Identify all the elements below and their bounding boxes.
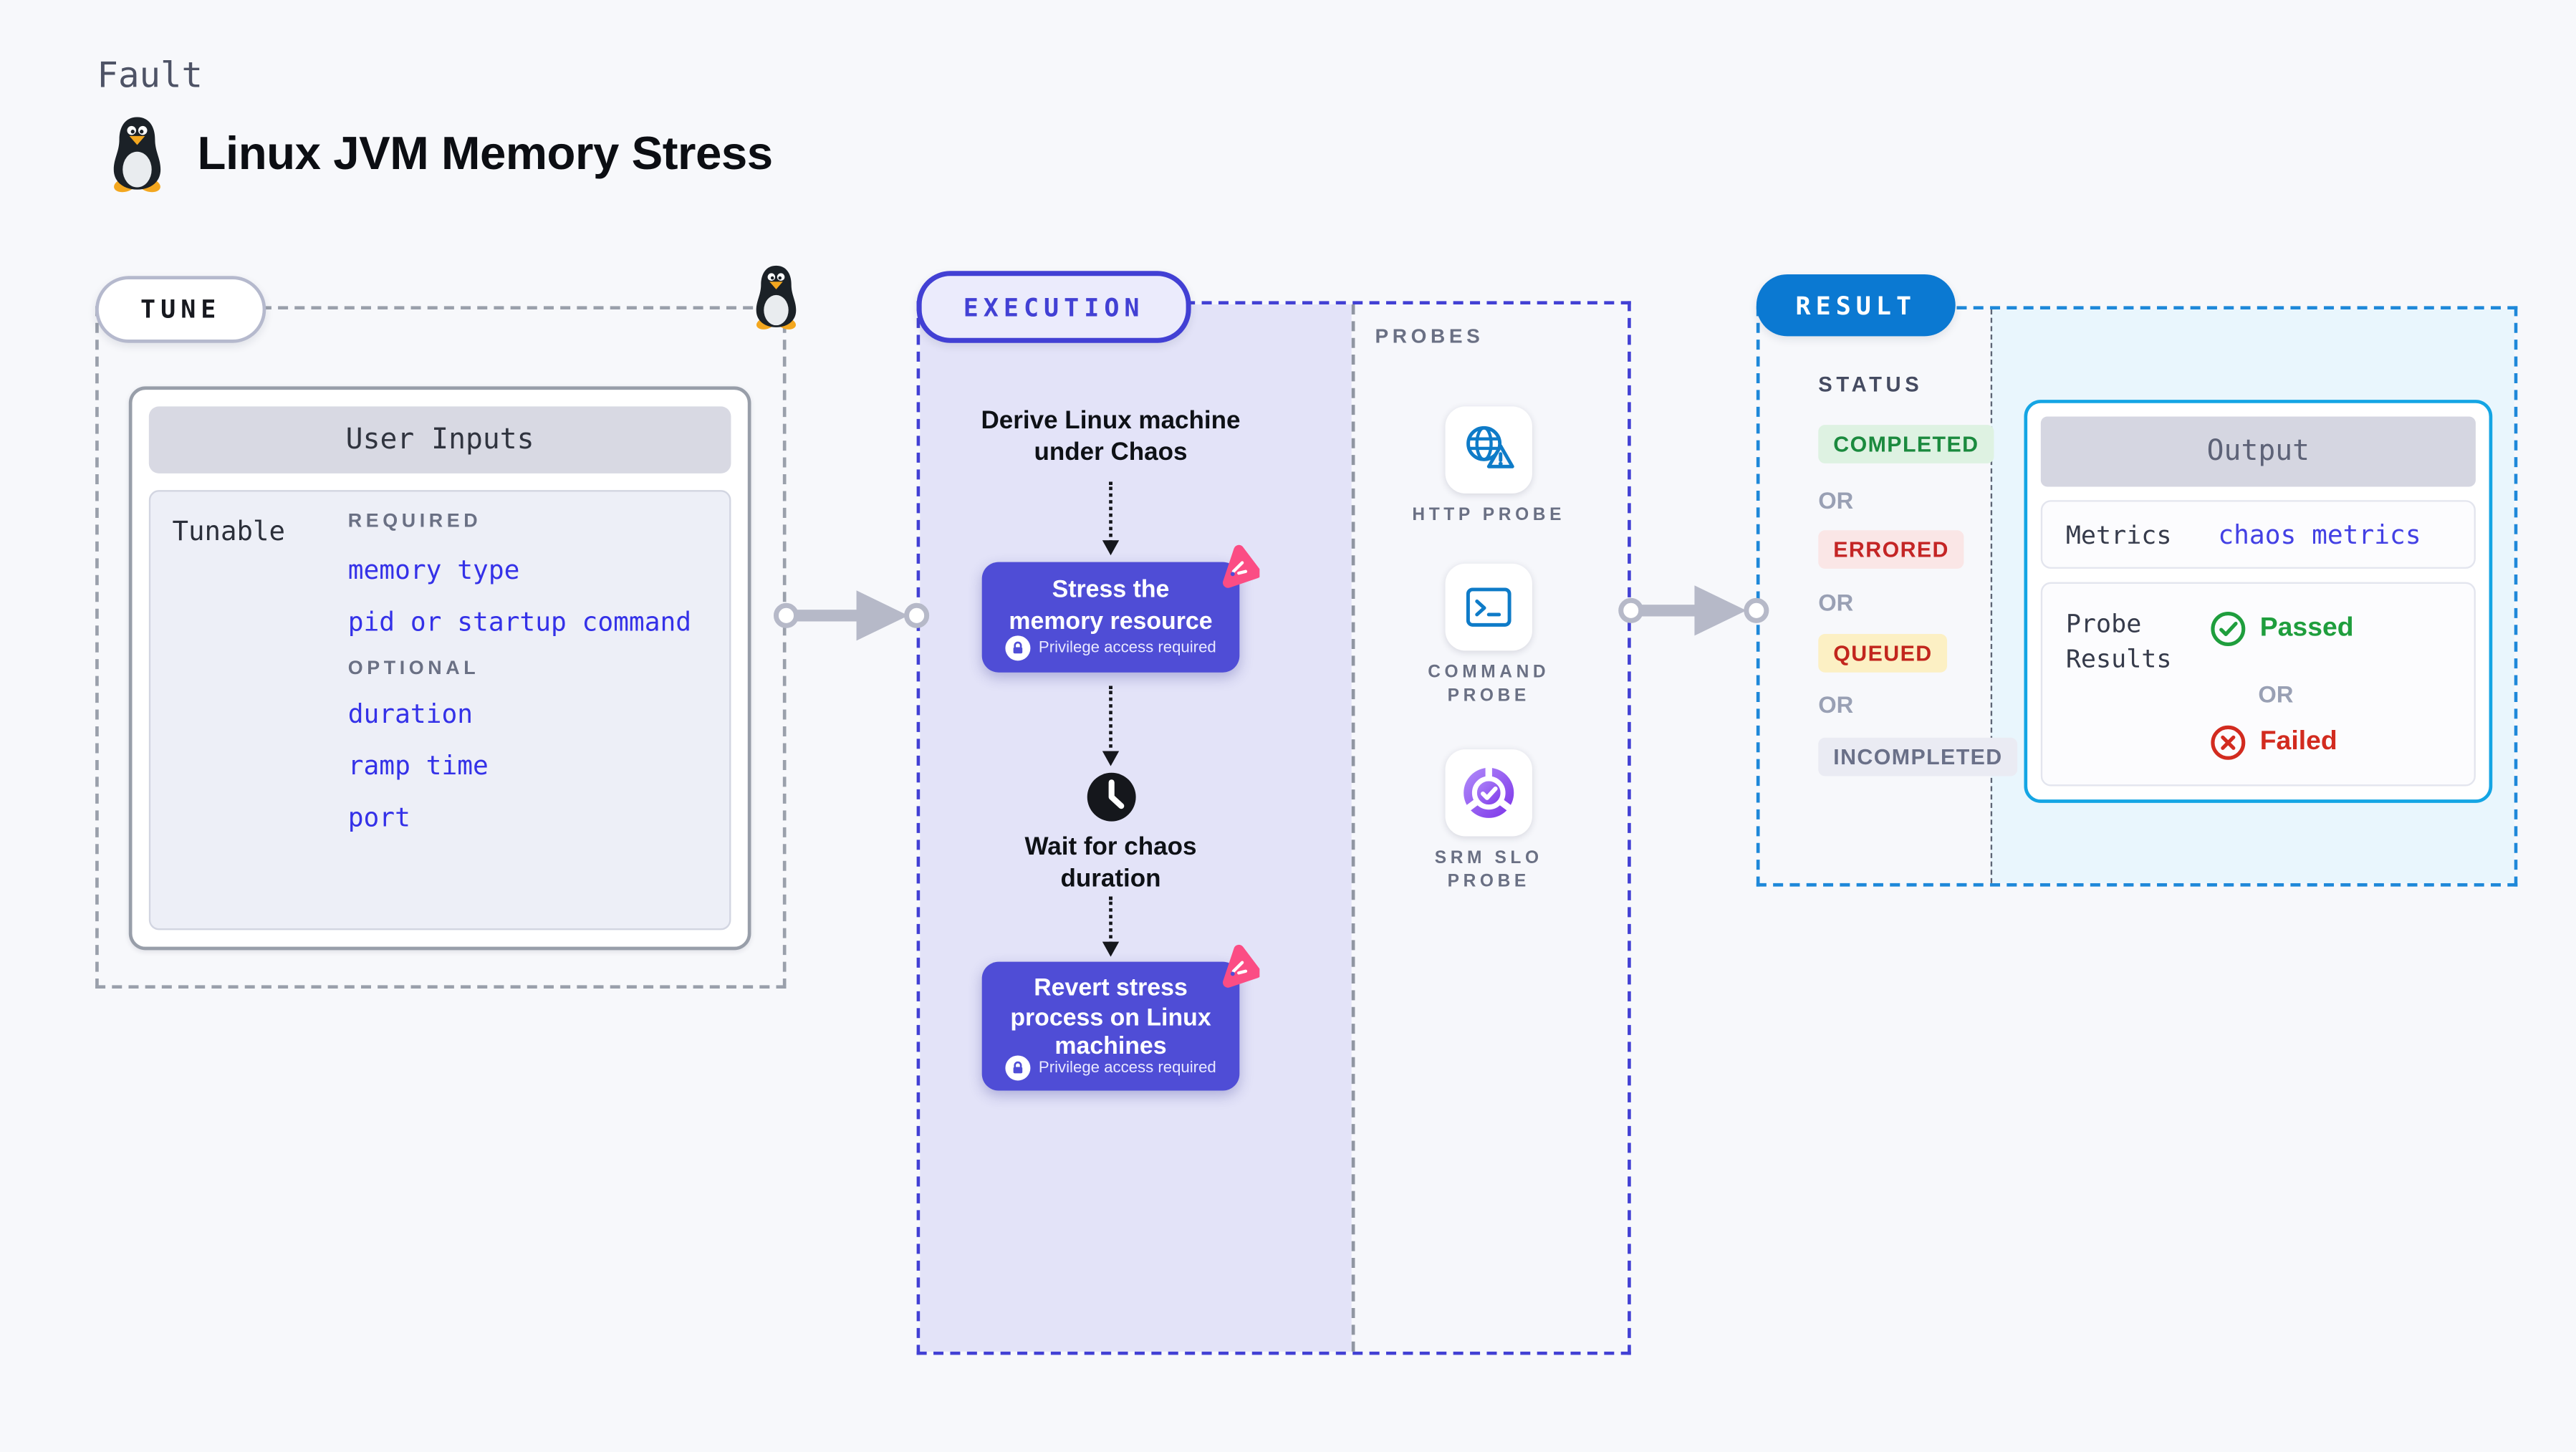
status-badge-errored: ERRORED xyxy=(1818,530,1964,569)
stress-card-title: Stress the memory resource xyxy=(1009,577,1213,635)
privilege-row: Privilege access required xyxy=(982,635,1240,661)
metrics-label: Metrics xyxy=(2065,520,2172,551)
input-ramp-time[interactable]: ramp time xyxy=(347,751,489,782)
chaos-metrics-link[interactable]: chaos metrics xyxy=(2218,520,2421,551)
down-arrow xyxy=(1102,896,1120,957)
passed-verdict: Passed xyxy=(2210,610,2354,647)
down-arrow xyxy=(1102,686,1120,766)
output-card: Output Metrics chaos metrics Probe Resul… xyxy=(2024,400,2493,803)
tune-to-execution-arrow xyxy=(773,590,930,641)
terminal-icon xyxy=(1466,587,1512,627)
fault-eyebrow: Fault xyxy=(97,55,203,96)
revert-stress-card: Revert stress process on Linux machines … xyxy=(981,944,1260,1091)
or-separator: OR xyxy=(1818,691,1854,718)
wait-step-text: Wait for chaos duration xyxy=(1024,832,1197,893)
input-duration[interactable]: duration xyxy=(347,699,474,730)
execution-area xyxy=(920,304,1352,1352)
failed-verdict: Failed xyxy=(2210,724,2337,761)
srm-slo-probe-card xyxy=(1445,749,1532,837)
status-label: STATUS xyxy=(1818,372,1923,397)
lock-icon xyxy=(1005,1055,1031,1081)
input-pid-or-startup-command[interactable]: pid or startup command xyxy=(347,607,692,638)
or-separator: OR xyxy=(1818,588,1854,616)
globe-alert-icon xyxy=(1466,425,1514,468)
status-badge-incompleted: INCOMPLETED xyxy=(1818,737,2018,777)
probe-results-label: Probe Results xyxy=(2065,608,2172,675)
privilege-note: Privilege access required xyxy=(1038,1059,1216,1077)
output-title: Output xyxy=(2040,416,2476,487)
tunable-list: REQUIRED memory type pid or startup comm… xyxy=(348,512,691,855)
litmus-chaos-icon xyxy=(1223,944,1260,988)
wait-clock-icon xyxy=(1087,772,1136,822)
tux-linux-icon xyxy=(113,117,161,193)
or-separator: OR xyxy=(2258,681,2294,708)
page-title: Linux JVM Memory Stress xyxy=(197,127,774,179)
http-probe-label: HTTP PROBE xyxy=(1412,505,1566,526)
stress-memory-card: Stress the memory resource Privilege acc… xyxy=(981,544,1260,673)
failed-label: Failed xyxy=(2259,727,2337,756)
probes-label: PROBES xyxy=(1375,324,1484,348)
slo-pie-check-icon xyxy=(1464,766,1514,818)
x-circle-icon xyxy=(2211,725,2246,760)
privilege-note: Privilege access required xyxy=(1038,639,1216,658)
probe-results-row: Probe Results Passed OR Failed xyxy=(2040,582,2476,787)
command-probe-label: COMMAND PROBE xyxy=(1428,662,1550,706)
user-inputs-title: User Inputs xyxy=(148,406,731,473)
execution-section-pill: EXECUTION xyxy=(916,271,1191,343)
execution-to-result-arrow xyxy=(1618,585,1769,636)
status-badge-queued: QUEUED xyxy=(1818,634,1948,673)
status-badge-completed: COMPLETED xyxy=(1818,425,1994,463)
optional-label: OPTIONAL xyxy=(347,659,480,680)
down-arrow xyxy=(1102,481,1120,556)
or-separator: OR xyxy=(1818,486,1854,514)
http-probe-card xyxy=(1445,406,1532,494)
derive-step-text: Derive Linux machine under Chaos xyxy=(981,406,1241,467)
litmus-chaos-icon xyxy=(1223,544,1260,588)
revert-card-title: Revert stress process on Linux machines xyxy=(1010,975,1211,1061)
tune-section-box xyxy=(95,306,787,989)
user-inputs-card: User Inputs Tunable REQUIRED memory type… xyxy=(128,386,751,951)
srm-slo-probe-label: SRM SLO PROBE xyxy=(1434,847,1543,892)
tux-linux-icon xyxy=(756,265,797,330)
input-port[interactable]: port xyxy=(347,802,410,833)
required-label: REQUIRED xyxy=(347,511,482,532)
privilege-row: Privilege access required xyxy=(982,1055,1240,1081)
lock-icon xyxy=(1005,635,1031,661)
input-memory-type[interactable]: memory type xyxy=(347,555,520,586)
command-probe-card xyxy=(1445,563,1532,651)
check-circle-icon xyxy=(2211,612,2246,646)
tunable-label: Tunable xyxy=(172,515,285,547)
metrics-row: Metrics chaos metrics xyxy=(2040,500,2476,569)
passed-label: Passed xyxy=(2259,613,2354,643)
user-inputs-body: Tunable REQUIRED memory type pid or star… xyxy=(148,490,731,931)
result-section-pill: RESULT xyxy=(1756,274,1956,337)
tune-section-pill: TUNE xyxy=(95,276,266,343)
